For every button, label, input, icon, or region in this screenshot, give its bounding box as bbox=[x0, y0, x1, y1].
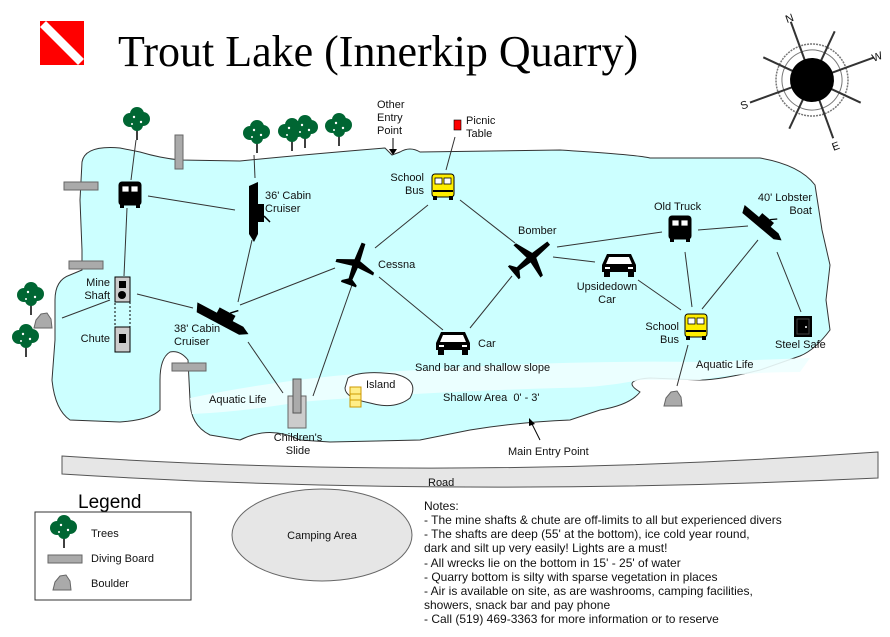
upsidedown-car-label: Upsidedown bbox=[577, 281, 638, 293]
cabin-cruiser-36-label: 36' Cabin bbox=[265, 190, 311, 202]
dive-trail-lines bbox=[61, 136, 802, 397]
notes-title: Notes: bbox=[424, 499, 459, 513]
cessna-label: Cessna bbox=[378, 259, 416, 271]
mine-shaft-label: Shaft bbox=[84, 290, 110, 302]
aquatic-life-label: Aquatic Life bbox=[696, 359, 753, 371]
legend-label: Diving Board bbox=[91, 553, 154, 565]
school-bus-icon bbox=[431, 173, 455, 201]
school-bus-label: School bbox=[390, 172, 424, 184]
bus-wreck-icon bbox=[118, 181, 142, 209]
road bbox=[61, 451, 879, 488]
picnic-table-label: Table bbox=[466, 128, 492, 140]
tree-icon bbox=[11, 323, 40, 358]
boulder-icon bbox=[33, 312, 53, 329]
note-line: dark and silt up very easily! Lights are… bbox=[424, 541, 667, 555]
tree-icon bbox=[324, 112, 353, 147]
childrens-slide-label: Children's bbox=[274, 432, 323, 444]
picnic-table-label: Picnic bbox=[466, 115, 496, 127]
dive-flag-icon bbox=[40, 21, 84, 65]
note-line: - The mine shafts & chute are off-limits… bbox=[424, 513, 782, 527]
diving-board-icon bbox=[171, 362, 207, 372]
arrow-up-icon bbox=[529, 418, 535, 426]
diving-board-icon bbox=[68, 260, 104, 270]
car-label: Car bbox=[478, 338, 496, 350]
steel-safe-icon bbox=[794, 316, 812, 337]
tree-icon bbox=[242, 119, 271, 154]
chute-label: Chute bbox=[81, 333, 110, 345]
page-title: Trout Lake (Innerkip Quarry) bbox=[118, 27, 638, 76]
school-bus-label: Bus bbox=[660, 334, 679, 346]
other-entry-point: Other Entry Point bbox=[377, 99, 405, 155]
tree-icon bbox=[16, 281, 45, 316]
legend-title: Legend bbox=[78, 492, 141, 513]
upsidedown-car-label: Car bbox=[598, 294, 616, 306]
road-label: Road bbox=[428, 477, 454, 489]
notes: Notes: - The mine shafts & chute are off… bbox=[424, 499, 782, 626]
diving-board-icon bbox=[47, 554, 83, 564]
school-bus-label: School bbox=[645, 321, 679, 333]
compass-north: N bbox=[784, 12, 796, 26]
island-label: Island bbox=[366, 379, 395, 391]
tree-icon bbox=[122, 106, 151, 141]
compass-east: E bbox=[830, 140, 841, 154]
camping-label: Camping Area bbox=[287, 530, 358, 542]
diving-board-icon bbox=[63, 181, 99, 191]
childrens-slide-label: Slide bbox=[286, 445, 310, 457]
note-line: showers, snack bar and pay phone bbox=[424, 598, 610, 612]
svg-text:Other: Other bbox=[377, 99, 405, 111]
bomber-label: Bomber bbox=[518, 225, 557, 237]
shallow-band bbox=[190, 358, 810, 414]
aquatic-life-label: Aquatic Life bbox=[209, 394, 266, 406]
legend-label: Trees bbox=[91, 528, 119, 540]
school-bus-icon bbox=[684, 313, 708, 341]
mine-shaft-chute bbox=[114, 276, 131, 353]
svg-text:Point: Point bbox=[377, 125, 402, 137]
main-entry-label: Main Entry Point bbox=[508, 446, 589, 458]
legend-label: Boulder bbox=[91, 578, 129, 590]
old-truck-label: Old Truck bbox=[654, 201, 702, 213]
sand-bar-label: Sand bar and shallow slope bbox=[415, 362, 550, 374]
cabin-cruiser-38-label: 38' Cabin bbox=[174, 323, 220, 335]
note-line: - Call (519) 469-3363 for more informati… bbox=[424, 612, 719, 626]
school-bus-label: Bus bbox=[405, 185, 424, 197]
mine-shaft-label: Mine bbox=[86, 277, 110, 289]
old-truck-icon bbox=[668, 215, 692, 243]
compass-west: W bbox=[870, 50, 884, 65]
svg-text:Entry: Entry bbox=[377, 112, 403, 124]
legend: Legend Trees Diving Board Boulder bbox=[34, 492, 192, 601]
boulder-icon bbox=[663, 390, 683, 407]
note-line: - All wrecks lie on the bottom in 15' - … bbox=[424, 556, 681, 570]
cabin-cruiser-36-label: Cruiser bbox=[265, 203, 301, 215]
compass-south: S bbox=[739, 99, 750, 113]
note-line: - Air is available on site, as are washr… bbox=[424, 584, 753, 598]
lobster-boat-label: Boat bbox=[789, 205, 812, 217]
picnic-table-icon bbox=[453, 119, 462, 131]
compass-rose-icon: N W E S bbox=[739, 12, 885, 154]
note-line: - The shafts are deep (55' at the bottom… bbox=[424, 527, 750, 541]
ladder-icon bbox=[349, 386, 362, 408]
lobster-boat-label: 40' Lobster bbox=[758, 192, 812, 204]
steel-safe-label: Steel Safe bbox=[775, 339, 826, 351]
childrens-slide-icon bbox=[287, 378, 307, 429]
arrow-down-icon bbox=[389, 149, 397, 155]
camping-area bbox=[231, 488, 413, 582]
cabin-cruiser-38-label: Cruiser bbox=[174, 336, 210, 348]
diving-board-icon bbox=[174, 134, 184, 170]
shallow-area-label: Shallow Area 0' - 3' bbox=[443, 392, 540, 404]
note-line: - Quarry bottom is silty with sparse veg… bbox=[424, 570, 717, 584]
